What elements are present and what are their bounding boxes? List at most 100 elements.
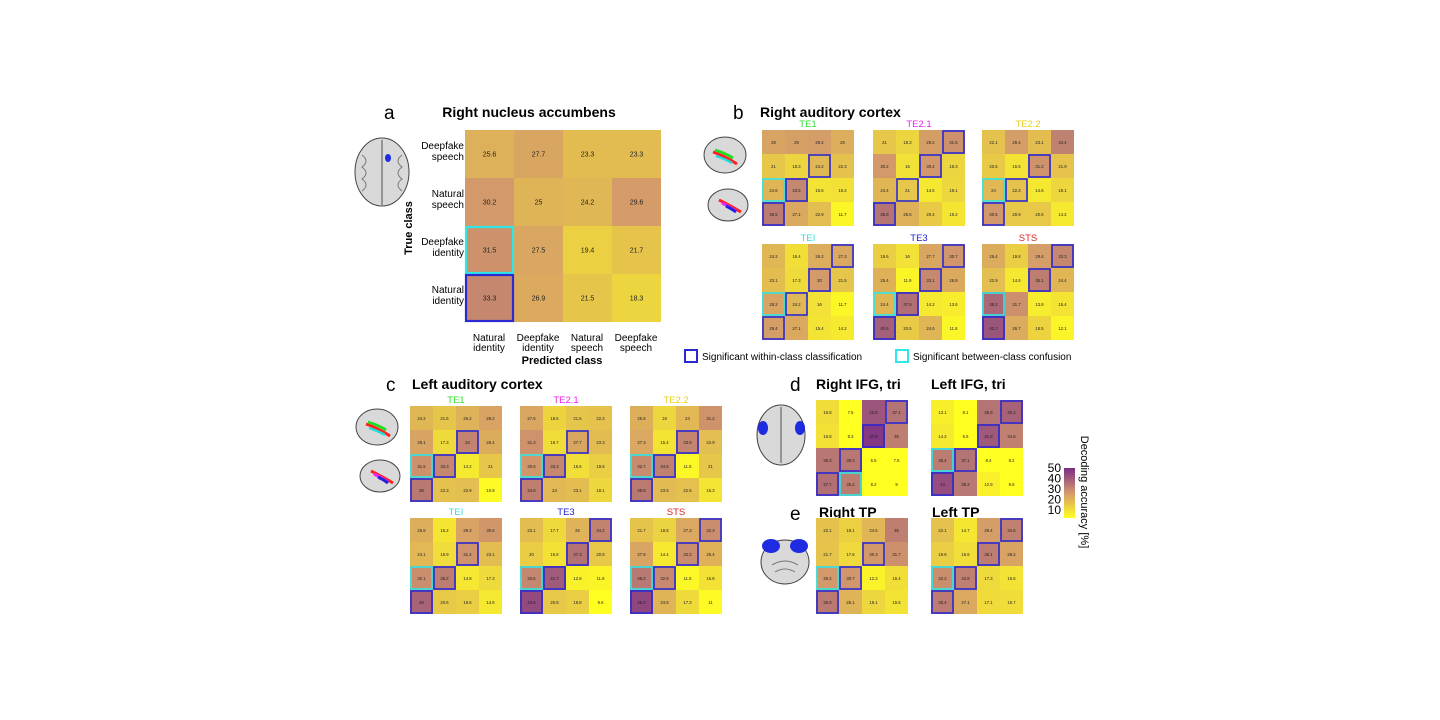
heatmap-cell [873, 268, 896, 292]
cell-value-label: 18.1 [949, 188, 958, 193]
heatmap-cell [977, 424, 1000, 448]
heatmap-cell [630, 454, 653, 478]
cell-value-label: 36.2 [961, 482, 970, 487]
heatmap-cell [931, 448, 954, 472]
heatmap-cell [433, 454, 456, 478]
heatmap-cell [514, 274, 563, 322]
cell-value-label: 17.3 [984, 576, 993, 581]
heatmap-cell [1028, 292, 1051, 316]
cell-value-label: 11.5 [684, 464, 693, 469]
cell-value-label: 13.6 [949, 302, 958, 307]
cell-value-label: 22.9 [815, 212, 824, 217]
heatmap-cell [1005, 154, 1028, 178]
cell-value-label: 24.2 [815, 164, 824, 169]
heatmap-cell [1000, 448, 1023, 472]
within-class-box [653, 566, 676, 590]
heatmap-cell [982, 292, 1005, 316]
cell-value-label: 34.4 [1058, 140, 1067, 145]
heatmap-title: TE1 [447, 395, 464, 406]
panel-a-xlabel: Predicted class [522, 355, 603, 367]
cell-value-label: 23.3 [596, 440, 605, 445]
heatmap-cell [839, 448, 862, 472]
cell-value-label: 31.2 [1035, 164, 1044, 169]
heatmap-cell [520, 454, 543, 478]
heatmap-cell [942, 244, 965, 268]
cell-value-label: 18.3 [630, 296, 644, 303]
cell-value-label: 15.8 [550, 552, 559, 557]
cell-value-label: 25.8 [637, 416, 646, 421]
heatmap-cell [543, 454, 566, 478]
cell-value-label: 20.4 [926, 212, 935, 217]
cell-value-label: 21.5 [573, 416, 582, 421]
within-class-box [630, 478, 653, 502]
heatmap-cell [465, 274, 514, 322]
heatmap-cell [885, 400, 908, 424]
heatmap-cell [896, 178, 919, 202]
cell-value-label: 11.5 [684, 576, 693, 581]
heatmap-cell [1005, 292, 1028, 316]
heatmap-cell [653, 590, 676, 614]
heatmap-title: TE2.1 [553, 395, 578, 406]
within-class-box [410, 478, 433, 502]
cell-value-label: 24.4 [880, 302, 889, 307]
heatmap-cell [785, 154, 808, 178]
cell-value-label: 31.5 [417, 464, 426, 469]
cell-value-label: 27.3 [838, 254, 847, 259]
cell-value-label: 21.5 [440, 416, 449, 421]
heatmap-cell [433, 430, 456, 454]
heatmap-cell [885, 472, 908, 496]
cell-value-label: 22.1 [823, 528, 832, 533]
cell-value-label: 29.4 [984, 528, 993, 533]
heatmap-cell [942, 268, 965, 292]
cell-value-label: 22.3 [838, 164, 847, 169]
cell-value-label: 21.7 [630, 248, 644, 255]
heatmap-cell [885, 424, 908, 448]
heatmap-cell [456, 542, 479, 566]
between-class-box [762, 292, 785, 316]
cell-value-label: 30 [817, 278, 822, 283]
cell-value-label: 24.4 [1058, 278, 1067, 283]
cell-value-label: 18.1 [869, 600, 878, 605]
cell-value-label: 16 [817, 302, 822, 307]
within-class-box [896, 178, 919, 202]
cell-value-label: 12.8 [573, 576, 582, 581]
between-class-box [982, 292, 1005, 316]
within-class-box [699, 518, 722, 542]
colorbar-tick: 50 [1048, 461, 1062, 475]
cell-value-label: 24.2 [769, 254, 778, 259]
heatmap-cell [831, 130, 854, 154]
heatmap-cell [785, 202, 808, 226]
cell-value-label: 17.3 [440, 440, 449, 445]
heatmap-cell [514, 130, 563, 178]
heatmap-cell [873, 244, 896, 268]
heatmap-cell [885, 518, 908, 542]
cell-value-label: 18.8 [660, 528, 669, 533]
panel-d-letter: d [790, 375, 801, 396]
heatmap-cell [839, 590, 862, 614]
heatmap-cell [982, 130, 1005, 154]
cell-value-label: 36.3 [846, 458, 855, 463]
cell-value-label: 10.8 [486, 488, 495, 493]
heatmap-cell [808, 130, 831, 154]
between-class-box [410, 566, 433, 590]
row-class-label: Deepfake [421, 141, 464, 152]
cell-value-label: 19.1 [846, 528, 855, 533]
cell-value-label: 35.2 [846, 482, 855, 487]
cell-value-label: 15.4 [660, 440, 669, 445]
heatmap-cell [589, 430, 612, 454]
heatmap-cell [1051, 268, 1074, 292]
heatmap-cell [931, 542, 954, 566]
within-class-box [520, 590, 543, 614]
heatmap-cell [543, 566, 566, 590]
cell-value-label: 29 [794, 140, 799, 145]
cell-value-label: 31.2 [706, 416, 715, 421]
cell-value-label: 25.5 [903, 212, 912, 217]
cell-value-label: 24.2 [417, 416, 426, 421]
cell-value-label: 35 [894, 528, 899, 533]
cell-value-label: 22.9 [706, 440, 715, 445]
panel-a-letter: a [384, 103, 395, 124]
panel-e-letter: e [790, 504, 801, 525]
heatmap-cell [831, 316, 854, 340]
cell-value-label: 25.4 [706, 552, 715, 557]
cell-value-label: 11.8 [950, 326, 959, 331]
